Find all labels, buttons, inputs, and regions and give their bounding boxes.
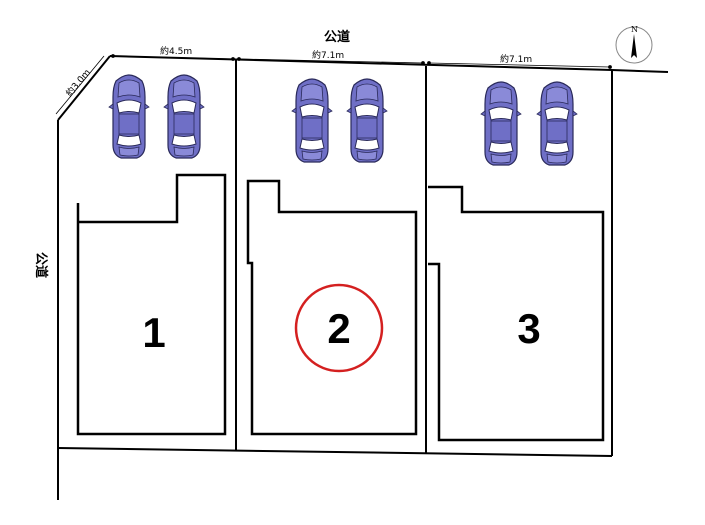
lot-number-2: 2 (327, 305, 350, 352)
lot3-front-dimension: 約7.1m (500, 53, 532, 65)
lot2-highlight-circle (294, 283, 384, 373)
lot2-front-dimension: 約7.1m (312, 49, 344, 61)
car-icon (480, 81, 522, 166)
lot3-building-outline (428, 185, 605, 442)
lot1-building-outline (76, 173, 227, 436)
car-icon (163, 74, 205, 159)
car-icon (346, 78, 388, 163)
lot-number-3: 3 (517, 305, 540, 352)
lot-number-1: 1 (142, 309, 165, 356)
north-compass-icon: N (615, 25, 653, 64)
left-road-label: 公道 (33, 252, 49, 278)
lot2-building-outline (246, 179, 418, 436)
building-footprints (76, 173, 605, 442)
compass-label: N (631, 25, 638, 34)
car-icon (536, 81, 578, 166)
dimension-lines (55, 54, 612, 115)
parking-cars (108, 74, 578, 166)
lot1-front-dimension: 約4.5m (160, 45, 192, 57)
car-icon (108, 74, 150, 159)
top-road-label: 公道 (324, 29, 350, 45)
property-boundary (57, 55, 669, 500)
car-icon (291, 78, 333, 163)
